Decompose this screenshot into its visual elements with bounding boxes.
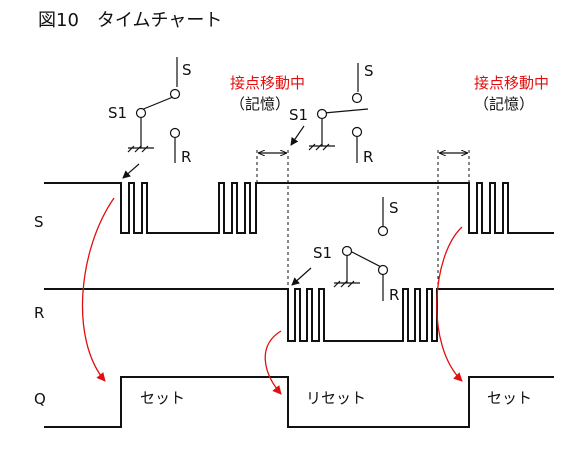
annotation-moving-1: 接点移動中 — [230, 74, 305, 92]
switch-diagram-set: S S1 R — [108, 57, 192, 179]
switch-label-s1: S1 — [313, 244, 332, 262]
signal-label-q: Q — [34, 390, 46, 408]
waveform-q — [44, 376, 554, 428]
switch-label-s: S — [182, 61, 192, 79]
q-state-set-2: セット — [487, 389, 532, 407]
figure-title: 図10 タイムチャート — [38, 10, 222, 31]
switch-label-r: R — [181, 148, 191, 166]
cause-arrow-reset — [264, 330, 282, 395]
switch-label-s: S — [389, 199, 399, 217]
switch-diagram-reset: S S1 R — [291, 197, 399, 304]
switch-label-r: R — [363, 148, 373, 166]
waveform-s — [44, 182, 554, 234]
waveform-r — [44, 288, 554, 342]
switch-label-s1: S1 — [289, 106, 308, 124]
signal-label-r: R — [34, 304, 44, 322]
annotation-moving-2: 接点移動中 — [474, 74, 549, 92]
q-state-reset: リセット — [306, 389, 366, 407]
q-state-set-1: セット — [140, 389, 185, 407]
switch-label-s1: S1 — [108, 104, 127, 122]
switch-diagram-moving: S S1 R — [289, 62, 374, 166]
switch-label-s: S — [364, 62, 374, 80]
annotation-memory-1: （記憶） — [230, 95, 290, 113]
signal-label-s: S — [34, 213, 44, 231]
annotation-memory-2: （記憶） — [474, 95, 534, 113]
switch-label-r: R — [389, 286, 399, 304]
cause-arrow-set-2 — [436, 226, 463, 382]
cause-arrow-set — [81, 197, 115, 382]
